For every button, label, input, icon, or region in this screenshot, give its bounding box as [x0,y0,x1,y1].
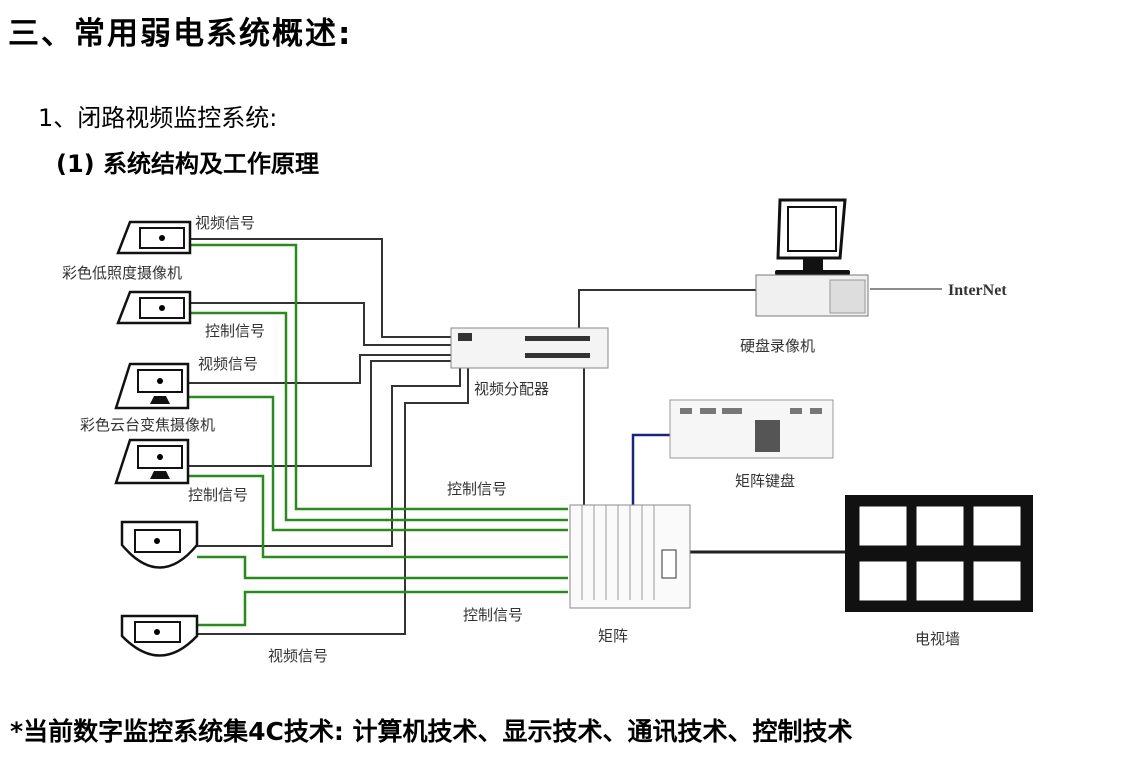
video-signal-label: 视频信号 [268,647,328,665]
video-signal-label: 视频信号 [195,214,255,232]
dome-camera-icon [120,520,199,569]
video-signal-label: 视频信号 [198,355,258,373]
ptz-camera-icon [114,362,190,410]
matrix-label: 矩阵 [598,627,628,645]
camera-icon [116,290,192,325]
control-signal-label: 控制信号 [188,486,248,504]
dvr-label: 硬盘录像机 [740,337,815,355]
matrix-keyboard [669,399,834,459]
subsection-heading: (1) 系统结构及工作原理 [56,150,319,178]
footer-note: *当前数字监控系统集4C技术: 计算机技术、显示技术、通讯技术、控制技术 [10,717,853,746]
keyboard-label: 矩阵键盘 [735,472,795,490]
camera-icon [116,220,192,255]
section-heading: 1、闭路视频监控系统: [38,104,278,132]
ptz-camera-icon [114,438,190,485]
internet-label: InterNet [948,282,1007,299]
control-signal-lines [188,243,568,627]
keyboard-line [631,433,670,505]
splitter-label: 视频分配器 [474,380,549,398]
camera-label: 彩色云台变焦摄像机 [80,416,215,434]
tv-wall [845,495,1033,612]
video-splitter [450,327,609,369]
control-signal-label: 控制信号 [463,606,523,624]
matrix-switcher [569,504,691,609]
control-signal-label: 控制信号 [447,480,507,498]
video-signal-lines [188,238,942,635]
tv-wall-label: 电视墙 [915,630,960,648]
dome-camera-icon [120,614,199,657]
slide-title: 三、常用弱电系统概述: [8,16,353,52]
control-signal-label: 控制信号 [205,322,265,340]
camera-label: 彩色低照度摄像机 [62,264,182,282]
dvr-computer [755,198,869,317]
